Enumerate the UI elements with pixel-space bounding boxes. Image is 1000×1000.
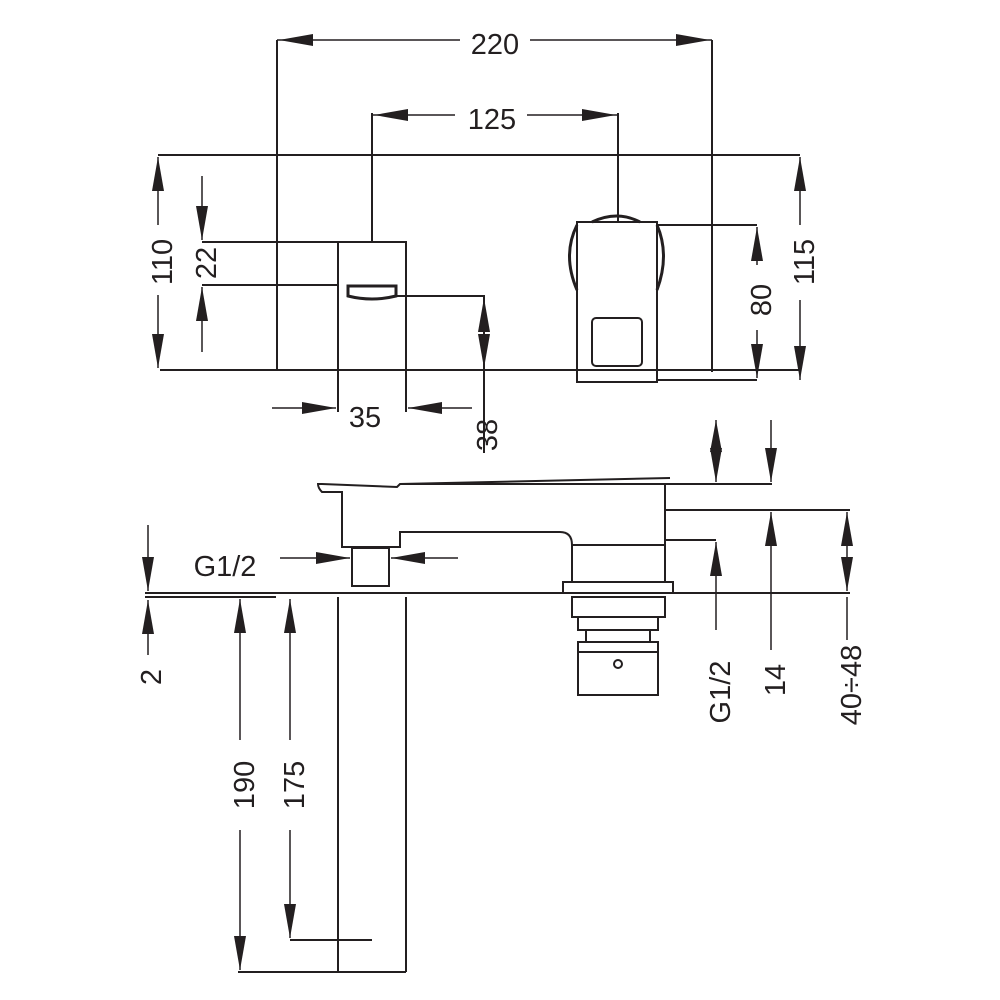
spout-outlet-line <box>396 295 485 453</box>
dimension-14: 14 <box>760 420 792 696</box>
wall-plate <box>158 40 800 372</box>
handle-button <box>591 317 643 367</box>
valve-body <box>577 651 659 696</box>
dim-spout-outlet: 38 <box>472 419 504 451</box>
dim-overall-height: 115 <box>789 239 821 285</box>
dim-plate-height: 110 <box>147 239 179 285</box>
dimension-80: 80 <box>746 227 778 378</box>
dimension-110: 110 <box>147 157 179 368</box>
cartridge <box>571 596 666 653</box>
dimension-22: 22 <box>191 176 223 352</box>
dim-spout-width: 35 <box>349 402 381 434</box>
dim-spout-inner: 175 <box>279 761 311 809</box>
dim-wall-thickness: 2 <box>136 669 168 685</box>
handle-ring <box>568 214 665 291</box>
spout-outlet <box>346 284 398 301</box>
dimension-2: 2 <box>136 525 168 685</box>
dimension-190: 190 <box>229 599 261 970</box>
front-view <box>158 40 800 453</box>
dim-spout-length: 190 <box>229 761 261 809</box>
dim-spout-depth: 22 <box>191 247 223 279</box>
handle-outline <box>576 221 757 383</box>
dim-body-offset: 14 <box>760 664 792 696</box>
lever-arm <box>316 483 666 548</box>
dim-spout-to-handle: 125 <box>468 104 516 136</box>
handle-centerline <box>371 113 619 242</box>
dimension-g12-body: G1/2 <box>705 420 737 723</box>
dim-handle-height: 80 <box>746 284 778 316</box>
spout-pipe <box>238 597 407 973</box>
dimension-38: 38 <box>472 298 504 451</box>
dimension-40-48: 40÷48 <box>836 512 868 725</box>
dim-body-range: 40÷48 <box>836 645 868 725</box>
spout-connector <box>351 547 390 587</box>
dimension-175: 175 <box>279 599 311 938</box>
dimension-125: 125 <box>372 104 618 136</box>
handle-body <box>571 483 850 583</box>
dimension-35: 35 <box>272 402 472 434</box>
side-view <box>145 477 850 973</box>
lever-top <box>399 477 671 485</box>
dim-total-width: 220 <box>471 29 519 61</box>
dimension-220: 220 <box>277 29 712 61</box>
thread-line <box>658 539 716 594</box>
valve-screw <box>613 659 623 669</box>
spout-body <box>202 241 407 412</box>
dimension-g12-spout: G1/2 <box>194 551 458 583</box>
dim-thread-spout: G1/2 <box>194 551 257 583</box>
escutcheon <box>562 581 674 594</box>
dimension-115: 115 <box>789 157 821 380</box>
wall-surface <box>145 592 850 598</box>
dim-thread-body: G1/2 <box>705 661 737 724</box>
